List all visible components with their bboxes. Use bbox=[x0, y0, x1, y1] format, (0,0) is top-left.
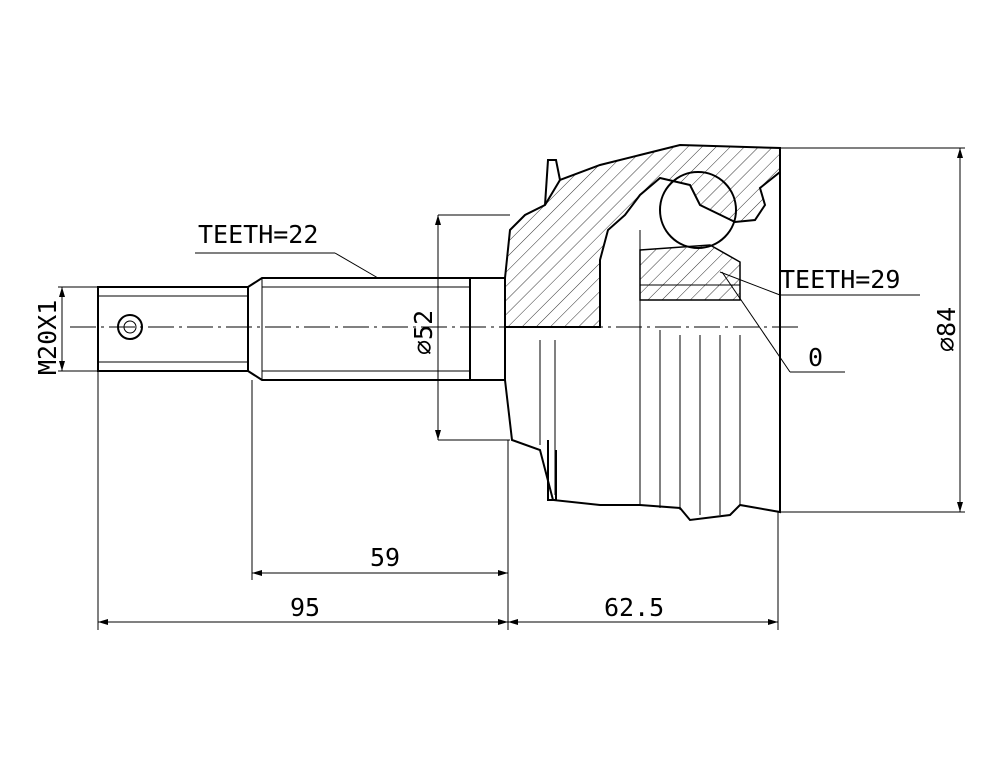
housing-teeth-label: TEETH=29 bbox=[780, 265, 900, 294]
joint-housing bbox=[504, 143, 781, 522]
housing-length-label: 62.5 bbox=[604, 593, 664, 622]
shaft-length-label: 95 bbox=[290, 593, 320, 622]
spline-length-label: 59 bbox=[370, 543, 400, 572]
housing-section bbox=[504, 143, 781, 328]
threaded-end bbox=[97, 286, 249, 372]
shaft-diameter-label: ⌀52 bbox=[409, 310, 438, 355]
thread-label: M20X1 bbox=[33, 300, 62, 375]
splined-shaft bbox=[247, 277, 506, 381]
dimension-lines bbox=[58, 147, 965, 630]
housing-diameter-label: ⌀84 bbox=[932, 307, 961, 352]
shaft-teeth-label: TEETH=22 bbox=[198, 220, 318, 249]
joint-ball bbox=[659, 171, 737, 249]
leaders bbox=[195, 252, 920, 373]
sensor-ring-label: 0 bbox=[808, 343, 823, 372]
